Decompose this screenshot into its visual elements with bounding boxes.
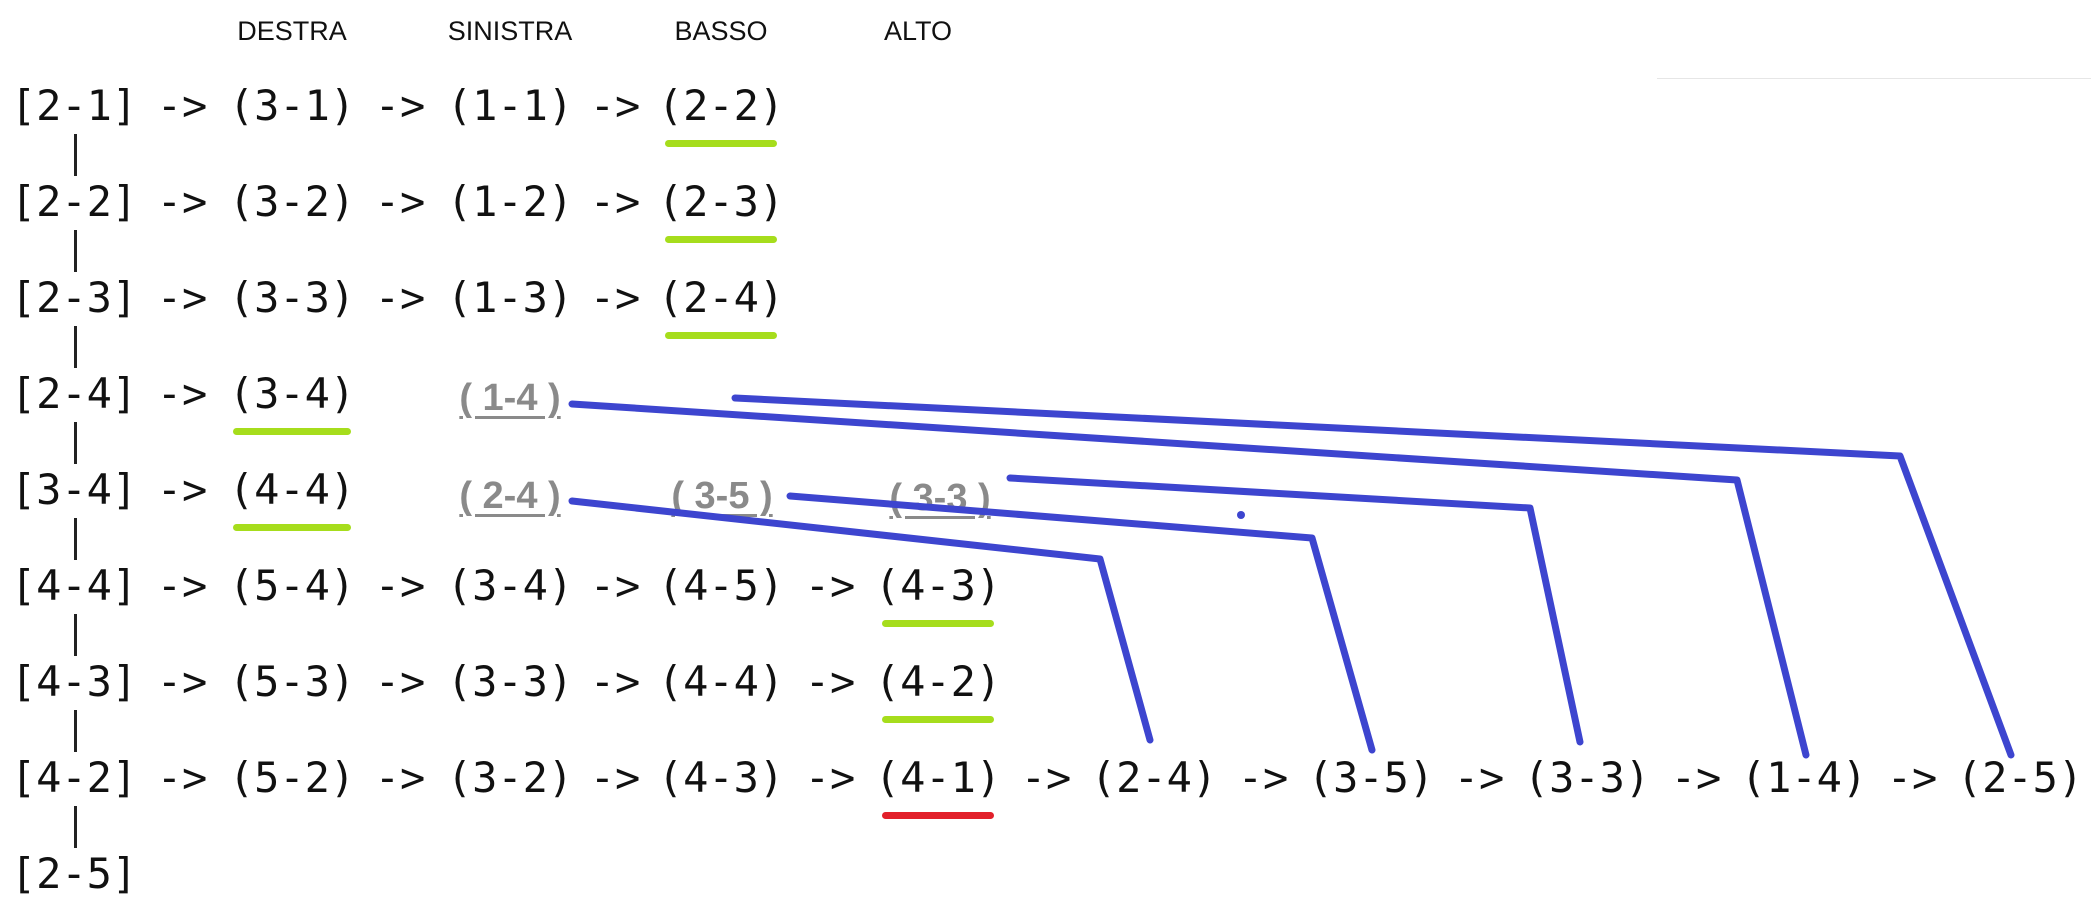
- row-start-node: [4-3]: [10, 657, 138, 706]
- list-node: (4-3): [657, 753, 785, 802]
- list-node: (2-5): [1956, 753, 2084, 802]
- row-start-node: [2-2]: [10, 177, 138, 226]
- vertical-link: [74, 326, 77, 368]
- list-node: (4-2): [874, 657, 1002, 706]
- list-node: (4-4): [657, 657, 785, 706]
- arrow: ->: [589, 753, 641, 802]
- vertical-link: [74, 710, 77, 752]
- ghost-node-1-4: ( 1-4 ): [459, 377, 561, 419]
- list-node: (2-2): [657, 81, 785, 130]
- arrow: ->: [589, 657, 641, 706]
- arrow: ->: [156, 81, 208, 130]
- list-node: (4-1): [874, 753, 1002, 802]
- vertical-link: [74, 518, 77, 560]
- arrow: ->: [156, 273, 208, 322]
- list-node: (3-3): [1523, 753, 1651, 802]
- ghost-node-3-5: ( 3-5 ): [671, 475, 773, 517]
- highlight-underline-green: [233, 428, 351, 435]
- arrow: ->: [374, 753, 426, 802]
- list-node: (1-3): [446, 273, 574, 322]
- list-node: (1-2): [446, 177, 574, 226]
- list-node: (5-3): [228, 657, 356, 706]
- arrow: ->: [589, 81, 641, 130]
- list-node: (4-4): [228, 465, 356, 514]
- list-node: (1-4): [1740, 753, 1868, 802]
- list-node: (3-3): [228, 273, 356, 322]
- row-start-node: [4-4]: [10, 561, 138, 610]
- highlight-underline-green: [882, 716, 994, 723]
- arrow: ->: [156, 369, 208, 418]
- list-node: (2-3): [657, 177, 785, 226]
- arrow: ->: [1886, 753, 1938, 802]
- list-node: (2-4): [657, 273, 785, 322]
- row-start-node: [4-2]: [10, 753, 138, 802]
- row-start-node: [2-1]: [10, 81, 138, 130]
- row-start-node: [2-5]: [10, 849, 138, 898]
- list-node: (3-4): [446, 561, 574, 610]
- vertical-link: [74, 230, 77, 272]
- highlight-underline-green: [665, 140, 777, 147]
- arrow: ->: [156, 753, 208, 802]
- arrow: ->: [156, 177, 208, 226]
- arrow: ->: [1237, 753, 1289, 802]
- arrow: ->: [589, 177, 641, 226]
- arrow: ->: [804, 561, 856, 610]
- header-destra: DESTRA: [237, 16, 347, 46]
- vertical-link: [74, 134, 77, 176]
- connector-2-4: [568, 497, 1154, 744]
- arrow: ->: [156, 657, 208, 706]
- highlight-underline-red: [882, 812, 994, 819]
- row-start-node: [3-4]: [10, 465, 138, 514]
- arrow: ->: [589, 273, 641, 322]
- list-node: (2-4): [1090, 753, 1218, 802]
- list-node: (3-3): [446, 657, 574, 706]
- arrow: ->: [589, 561, 641, 610]
- list-node: (3-4): [228, 369, 356, 418]
- row-start-node: [2-4]: [10, 369, 138, 418]
- arrow: ->: [1020, 753, 1072, 802]
- list-node: (5-4): [228, 561, 356, 610]
- list-node: (3-2): [446, 753, 574, 802]
- list-node: (1-1): [446, 81, 574, 130]
- highlight-underline-green: [233, 524, 351, 531]
- connector-2-5: [731, 394, 2015, 759]
- connector-3-5: [786, 492, 1376, 754]
- row-start-node: [2-3]: [10, 273, 138, 322]
- highlight-underline-green: [882, 620, 994, 627]
- arrow: ->: [374, 81, 426, 130]
- arrow: ->: [374, 561, 426, 610]
- faint-divider: [1657, 78, 2091, 79]
- list-node: (3-1): [228, 81, 356, 130]
- header-basso: BASSO: [674, 16, 768, 46]
- list-node: (3-5): [1307, 753, 1435, 802]
- vertical-link: [74, 806, 77, 848]
- arrow: ->: [374, 273, 426, 322]
- highlight-underline-green: [665, 332, 777, 339]
- connector-3-3: [1006, 474, 1584, 746]
- list-node: (4-5): [657, 561, 785, 610]
- header-alto: ALTO: [883, 16, 953, 46]
- vertical-link: [74, 614, 77, 656]
- ghost-node-2-4: ( 2-4 ): [459, 475, 561, 517]
- arrow: ->: [156, 465, 208, 514]
- arrow: ->: [804, 657, 856, 706]
- arrow: ->: [1670, 753, 1722, 802]
- list-node: (3-2): [228, 177, 356, 226]
- header-sinistra: SINISTRA: [447, 16, 573, 46]
- connector-1-4: [568, 400, 1810, 759]
- vertical-link: [74, 422, 77, 464]
- arrow: ->: [1453, 753, 1505, 802]
- list-node: (4-3): [874, 561, 1002, 610]
- stray-dot: [1237, 511, 1245, 519]
- list-node: (5-2): [228, 753, 356, 802]
- arrow: ->: [804, 753, 856, 802]
- arrow: ->: [156, 561, 208, 610]
- highlight-underline-green: [665, 236, 777, 243]
- arrow: ->: [374, 657, 426, 706]
- arrow: ->: [374, 177, 426, 226]
